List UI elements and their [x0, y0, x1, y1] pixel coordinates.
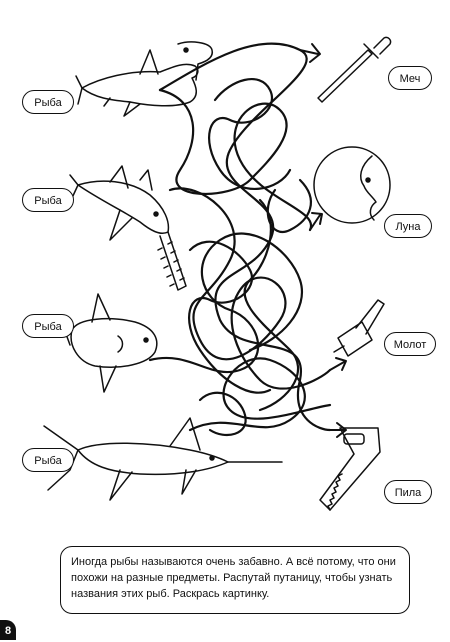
instruction-box: Иногда рыбы называются очень забавно. А …: [60, 546, 410, 614]
hammer-icon: [333, 299, 385, 357]
moon-icon: [313, 146, 391, 224]
label-fish-1: Рыба: [22, 90, 74, 114]
sunfish-icon: [65, 293, 158, 393]
saw-icon: [319, 427, 381, 511]
maze-tangle: [148, 42, 332, 437]
sword-icon: [317, 36, 392, 103]
label-fish-4: Рыба: [22, 448, 74, 472]
label-saw: Пила: [384, 480, 432, 504]
swordfish-icon: [43, 417, 283, 501]
sawfish-icon: [69, 165, 187, 291]
hammerhead-shark-icon: [75, 41, 214, 117]
page-number: 8: [0, 620, 16, 640]
instruction-text: Иногда рыбы называются очень забавно. А …: [71, 556, 396, 600]
label-fish-2: Рыба: [22, 188, 74, 212]
label-sword: Меч: [388, 66, 432, 90]
arrow-heads: [299, 43, 347, 438]
label-fish-3: Рыба: [22, 314, 74, 338]
label-moon: Луна: [384, 214, 432, 238]
label-hammer: Молот: [384, 332, 436, 356]
